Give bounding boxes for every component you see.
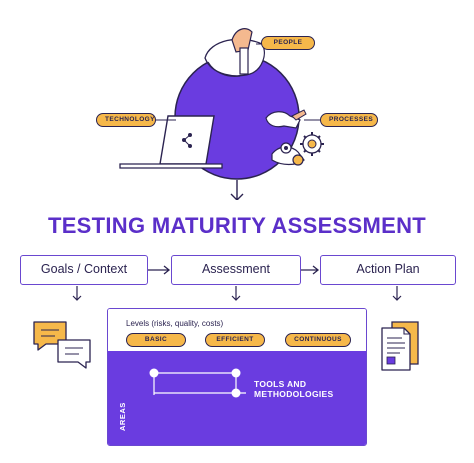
arrow-down-icon <box>231 286 241 301</box>
level-basic: BASIC <box>126 333 186 347</box>
tools-label: TOOLS AND METHODOLOGIES <box>254 379 334 399</box>
arrow-right-icon <box>301 265 320 275</box>
documents-icon <box>381 321 419 371</box>
areas-connectors <box>149 368 246 398</box>
hero-illustration <box>119 28 324 200</box>
page-title: TESTING MATURITY ASSESSMENT <box>47 213 427 238</box>
area-node <box>149 368 159 378</box>
levels-section: Levels (risks, quality, costs) BASIC EFF… <box>108 309 366 351</box>
arrow-right-icon <box>148 265 171 275</box>
step-goals: Goals / Context <box>20 255 148 285</box>
level-continuous: CONTINUOUS <box>285 333 351 347</box>
tag-technology: TECHNOLOGY <box>96 113 156 127</box>
arrow-down-icon <box>72 286 82 301</box>
step-assessment: Assessment <box>171 255 301 285</box>
flow-arrows <box>72 265 402 301</box>
tag-processes: PROCESSES <box>320 113 378 127</box>
step-action-plan: Action Plan <box>320 255 456 285</box>
tag-people: PEOPLE <box>261 36 315 50</box>
laptop-icon <box>119 115 223 169</box>
gear-icon <box>292 132 324 166</box>
level-efficient: EFFICIENT <box>205 333 265 347</box>
arrow-down-icon <box>392 286 402 301</box>
down-arrow-icon <box>230 180 244 200</box>
chat-bubbles-icon <box>33 321 91 369</box>
maturity-panel: Levels (risks, quality, costs) BASIC EFF… <box>107 308 367 446</box>
area-node <box>231 388 241 398</box>
person-figure <box>204 28 265 77</box>
area-node <box>231 368 241 378</box>
areas-section: AREAS TOOLS AND METHODOLOGIES <box>108 351 366 445</box>
levels-label: Levels (risks, quality, costs) <box>126 319 224 328</box>
